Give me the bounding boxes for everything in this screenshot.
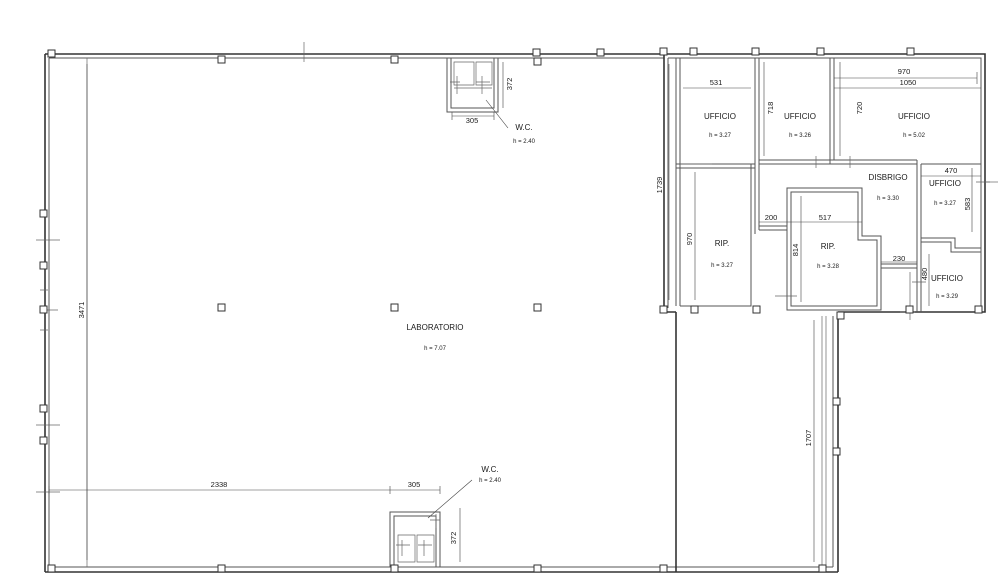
dim-372-top: 372 — [505, 78, 514, 91]
dim-1739: 1739 — [655, 177, 664, 194]
room-height-laboratorio: h = 7.07 — [424, 346, 447, 352]
room-name-ufficio-3: UFFICIO — [898, 112, 930, 121]
room-name-rip-1: RIP. — [715, 239, 730, 248]
dimension-lines — [48, 62, 981, 562]
dim-720: 720 — [855, 102, 864, 115]
dim-583: 583 — [963, 198, 972, 211]
room-name-ufficio-2: UFFICIO — [784, 112, 816, 121]
room-name-disbrigo: DISBRIGO — [868, 173, 907, 182]
dim-305-bottom: 305 — [408, 480, 421, 489]
dim-718: 718 — [766, 102, 775, 115]
room-height-ufficio-1: h = 3.27 — [709, 133, 732, 139]
room-height-rip-1: h = 3.27 — [711, 263, 734, 269]
room-height-disbrigo: h = 3.30 — [877, 196, 900, 202]
room-name-ufficio-4: UFFICIO — [929, 179, 961, 188]
room-name-laboratorio: LABORATORIO — [406, 323, 463, 332]
dim-1707: 1707 — [804, 430, 813, 447]
room-height-ufficio-5: h = 3.29 — [936, 294, 959, 300]
room-name-rip-2: RIP. — [821, 242, 836, 251]
dim-372-bottom: 372 — [449, 532, 458, 545]
room-height-ufficio-4: h = 3.27 — [934, 201, 957, 207]
dim-470: 470 — [945, 166, 958, 175]
room-height-wc-top: h = 2.40 — [513, 139, 536, 145]
dim-305-top: 305 — [466, 116, 479, 125]
dim-200: 200 — [765, 213, 778, 222]
room-name-ufficio-1: UFFICIO — [704, 112, 736, 121]
wc-top-fixtures — [446, 58, 499, 113]
dim-2338: 2338 — [211, 480, 228, 489]
dim-970-left: 970 — [685, 233, 694, 246]
room-name-wc-bottom: W.C. — [481, 465, 498, 474]
dim-480: 480 — [920, 268, 929, 281]
dim-230: 230 — [893, 254, 906, 263]
room-height-rip-2: h = 3.28 — [817, 264, 840, 270]
dim-1050: 1050 — [900, 78, 917, 87]
wc-bottom-fixtures — [389, 511, 441, 567]
dim-814: 814 — [791, 244, 800, 257]
openings — [36, 42, 998, 493]
dim-970-top: 970 — [898, 67, 911, 76]
columns — [39, 47, 983, 573]
room-height-ufficio-2: h = 3.26 — [789, 133, 812, 139]
dim-3471: 3471 — [77, 302, 86, 319]
room-name-wc-top: W.C. — [515, 123, 532, 132]
outer-walls — [44, 53, 986, 573]
office-walls — [675, 58, 990, 320]
dim-517: 517 — [819, 213, 832, 222]
room-height-ufficio-3: h = 5.02 — [903, 133, 926, 139]
room-height-wc-bottom: h = 2.40 — [479, 478, 502, 484]
dimension-labels: 531 718 720 970 1050 470 583 1739 970 20… — [77, 67, 972, 544]
room-labels: LABORATORIO h = 7.07 W.C. h = 2.40 W.C. … — [406, 112, 963, 484]
dim-531: 531 — [710, 78, 723, 87]
room-name-ufficio-5: UFFICIO — [931, 274, 963, 283]
